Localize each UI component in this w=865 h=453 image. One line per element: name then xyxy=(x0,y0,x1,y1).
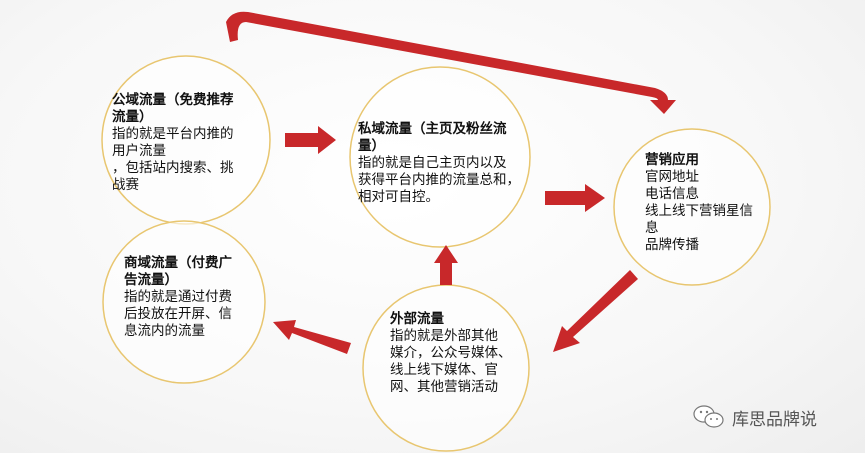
node-title: 告流量） xyxy=(124,272,178,288)
node-line: 品牌传播 xyxy=(645,237,699,253)
node-line: 息流内的流量 xyxy=(124,323,205,339)
arrow-marketing-to-external xyxy=(553,270,638,352)
node-title: 商域流量（付费广 xyxy=(124,255,232,271)
node-line: 相对可自控。 xyxy=(358,189,439,205)
arrow-top-curve xyxy=(226,11,676,114)
node-title: 外部流量 xyxy=(390,311,444,327)
node-line: 获得平台内推的流量总和， xyxy=(358,172,520,188)
node-line: 后投放在开屏、信 xyxy=(124,306,232,322)
node-line: 官网地址 xyxy=(645,169,699,185)
node-title: 流量） xyxy=(112,109,153,125)
node-title: 私域流量（主页及粉丝流 xyxy=(358,121,507,137)
node-line: 战赛 xyxy=(112,177,139,193)
node-line: 息 xyxy=(645,220,659,236)
node-line: 指的就是外部其他 xyxy=(390,328,498,344)
circle-private xyxy=(349,66,531,248)
circle-marketing xyxy=(613,128,771,286)
node-title: 量） xyxy=(358,138,385,154)
node-line: 用户流量 xyxy=(112,143,166,159)
circle-commercial xyxy=(102,220,266,384)
node-external: 外部流量 指的就是外部其他 媒介，公众号媒体、 线上线下媒体、官 网、其他营销活… xyxy=(390,311,512,396)
watermark-text: 库思品牌说 xyxy=(732,409,817,430)
arrow-external-to-commercial xyxy=(273,320,351,354)
node-line: ，包括站内搜索、挑 xyxy=(112,160,234,176)
node-private: 私域流量（主页及粉丝流 量） 指的就是自己主页内以及 获得平台内推的流量总和， … xyxy=(358,121,520,206)
node-line: 指的就是通过付费 xyxy=(124,289,232,305)
node-title: 公域流量（免费推荐 xyxy=(112,92,234,108)
arrow-private-to-marketing xyxy=(545,184,605,212)
node-line: 线上线下媒体、官 xyxy=(390,362,498,378)
arrow-external-to-private xyxy=(434,245,458,285)
node-line: 媒介，公众号媒体、 xyxy=(390,345,512,361)
node-line: 指的就是自己主页内以及 xyxy=(358,155,507,171)
node-line: 网、其他营销活动 xyxy=(390,379,498,395)
node-commercial: 商域流量（付费广 告流量） 指的就是通过付费 后投放在开屏、信 息流内的流量 xyxy=(124,255,232,340)
node-line: 指的就是平台内推的 xyxy=(112,126,234,142)
node-marketing: 营销应用 官网地址 电话信息 线上线下营销星信 息 品牌传播 xyxy=(645,152,753,254)
node-line: 线上线下营销星信 xyxy=(645,203,753,219)
wechat-icon xyxy=(693,405,724,428)
arrow-public-to-private xyxy=(285,126,336,154)
node-title: 营销应用 xyxy=(645,152,699,168)
node-public: 公域流量（免费推荐 流量） 指的就是平台内推的 用户流量 ，包括站内搜索、挑 战… xyxy=(112,92,234,194)
watermark: 库思品牌说 xyxy=(692,404,817,430)
node-line: 电话信息 xyxy=(645,186,699,202)
